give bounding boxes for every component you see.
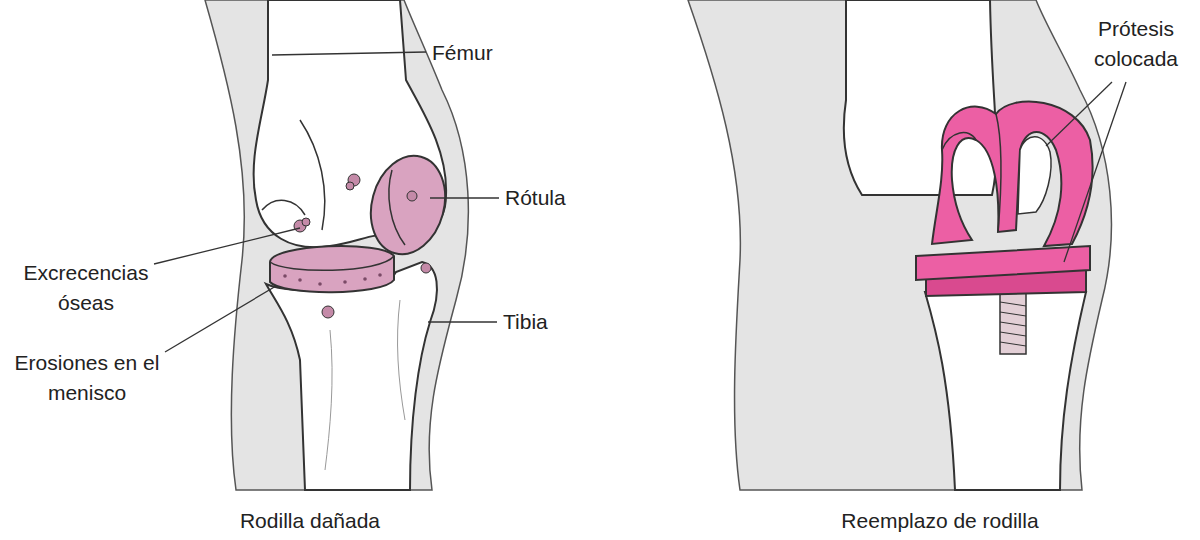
bone-spur — [421, 263, 431, 273]
damaged-knee — [154, 0, 499, 490]
part-label: Tibia — [503, 307, 548, 337]
caption: Rodilla dañada — [240, 506, 380, 536]
part-label: Fémur — [432, 38, 493, 68]
part-label: Prótesis colocada — [1080, 14, 1192, 74]
erosion-dot — [283, 274, 287, 278]
femur — [844, 0, 997, 195]
replaced-knee — [688, 0, 1126, 490]
part-label: Excrecencias óseas — [6, 258, 166, 318]
part-label: Erosiones en el menisco — [12, 348, 162, 408]
leg-silhouette — [688, 0, 1111, 490]
stem-thread — [1000, 302, 1026, 346]
leader-line — [430, 197, 499, 198]
leader-line — [1046, 82, 1112, 146]
femoral-component — [932, 101, 1093, 246]
leader-lines — [1046, 82, 1126, 262]
leader-line — [154, 228, 300, 264]
femur-condyle-line — [262, 120, 325, 230]
tibia-detail — [325, 300, 405, 470]
patella — [360, 147, 455, 262]
part-label: Rótula — [505, 183, 566, 213]
meniscus — [270, 246, 394, 292]
erosion-dot — [363, 277, 367, 281]
tibial-tray — [916, 246, 1090, 280]
patella-detail — [389, 170, 405, 245]
erosion-dot — [298, 278, 302, 282]
femoral-face — [942, 114, 1001, 232]
erosion-dot — [343, 280, 347, 284]
bone-spur — [302, 218, 310, 226]
bone-spurs — [294, 174, 431, 318]
femoral-slot — [1018, 137, 1051, 214]
tibial-stem — [1000, 292, 1026, 354]
leader-lines — [154, 52, 499, 352]
leader-line — [165, 286, 276, 352]
meniscus-top — [270, 256, 394, 270]
meniscus-erosions — [283, 273, 382, 286]
bone-spur — [407, 191, 417, 201]
bone-spur — [346, 182, 354, 190]
bone-spur — [322, 306, 334, 318]
caption: Reemplazo de rodilla — [841, 506, 1038, 536]
leader-line — [1064, 82, 1126, 262]
stem — [1000, 292, 1026, 354]
erosion-dot — [378, 273, 382, 277]
leg-silhouette — [205, 0, 468, 490]
leader-line — [428, 321, 497, 322]
tibia — [266, 262, 437, 490]
tibia — [925, 292, 1086, 490]
leader-line — [272, 52, 426, 55]
erosion-dot — [318, 282, 322, 286]
